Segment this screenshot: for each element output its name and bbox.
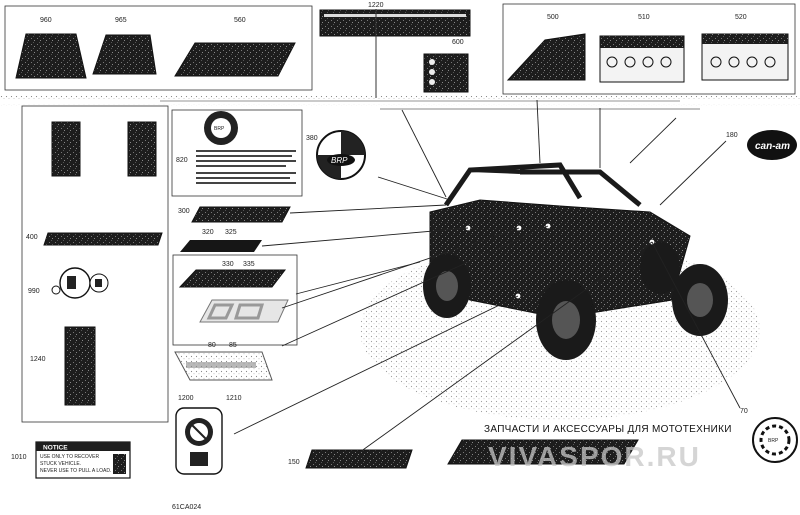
part-320-label: 320 <box>202 229 214 236</box>
leader-lines <box>233 99 741 453</box>
part-300-label: 300 <box>178 208 190 215</box>
part-990-label: 990 <box>28 288 40 295</box>
part-330-label: 330 <box>222 261 234 268</box>
decal-1240-panel <box>64 326 96 406</box>
part-70-label: 70 <box>740 408 748 415</box>
decal-820-frame <box>171 109 303 197</box>
part-510-label: 510 <box>638 14 650 21</box>
part-1220-label: 1220 <box>368 2 384 9</box>
decal-300-stripe <box>191 206 291 223</box>
decal-70-brp-wheel-emblem: BRP <box>752 417 798 463</box>
decal-1010-notice: NOTICE USE ONLY TO RECOVER STUCK VEHICLE… <box>35 441 131 479</box>
part-325-label: 325 <box>225 229 237 236</box>
decal-1200-warning <box>175 407 223 475</box>
decal-330-stripe <box>178 269 287 288</box>
part-1010-label: 1010 <box>11 454 27 461</box>
part-1240-label: 1240 <box>30 356 46 363</box>
part-820-label: 820 <box>176 157 188 164</box>
decal-335-x3-graphic <box>199 299 289 323</box>
vehicle-illustration <box>360 162 760 420</box>
top-right-panel-frame <box>502 3 796 95</box>
decal-990-fuel-label <box>51 267 109 299</box>
notice-line-1: USE ONLY TO RECOVER <box>40 454 99 460</box>
decal-180-can-am: can-am <box>747 130 797 160</box>
decal-hood-stripe <box>447 439 639 465</box>
top-left-panel-frame <box>4 5 313 91</box>
part-1200-label: 1200 <box>178 395 194 402</box>
watermark: VIVASPOR.RU ЗАПЧАСТИ И АКСЕССУАРЫ ДЛЯ МО… <box>484 424 732 472</box>
decal-500-label <box>506 33 586 81</box>
decal-960-label <box>15 33 87 79</box>
svg-text:BRP: BRP <box>214 126 225 132</box>
part-400-label: 400 <box>26 234 38 241</box>
part-380-label: 380 <box>306 135 318 142</box>
notice-line-2: STUCK VEHICLE. <box>40 461 81 467</box>
notice-line-3: NEVER USE TO PULL A LOAD. <box>40 468 111 474</box>
svg-text:can-am: can-am <box>755 141 790 152</box>
part-335-label: 335 <box>243 261 255 268</box>
part-960-label: 960 <box>40 17 52 24</box>
qr-code-icon <box>113 454 126 474</box>
decal-left-label-2 <box>127 121 157 177</box>
part-965-label: 965 <box>115 17 127 24</box>
decal-150-stripe <box>305 449 413 469</box>
part-180-label: 180 <box>726 132 738 139</box>
part-1210-label: 1210 <box>226 395 242 402</box>
part-150-label: 150 <box>288 459 300 466</box>
part-600-label: 600 <box>452 39 464 46</box>
left-panel-frame <box>21 105 169 423</box>
notice-title: NOTICE <box>43 445 68 452</box>
part-560-label: 560 <box>234 17 246 24</box>
figure-code: 61CA024 <box>172 504 201 511</box>
decal-330-frame <box>172 254 298 346</box>
decal-1220-strip <box>319 9 471 37</box>
part-520-label: 520 <box>735 14 747 21</box>
decal-965-label <box>92 34 157 75</box>
scan-noise-band <box>0 96 800 110</box>
decal-left-label-1 <box>51 121 81 177</box>
decal-380-brp-emblem: BRP <box>316 130 366 180</box>
part-85-label: 85 <box>229 342 237 349</box>
decal-560-label <box>174 42 296 77</box>
svg-text:BRP: BRP <box>768 438 779 444</box>
decal-400-stripe <box>43 232 163 246</box>
decal-820-text-block <box>196 150 296 184</box>
watermark-caption: ЗАПЧАСТИ И АКСЕССУАРЫ ДЛЯ МОТОТЕХНИКИ <box>484 424 732 435</box>
decal-320-stripe <box>180 240 262 252</box>
watermark-site-text: VIVASPOR.RU <box>488 441 701 472</box>
brp-logo-badge-small: BRP <box>204 111 238 145</box>
brp-text: BRP <box>331 156 348 165</box>
part-500-label: 500 <box>547 14 559 21</box>
part-80-label: 80 <box>208 342 216 349</box>
